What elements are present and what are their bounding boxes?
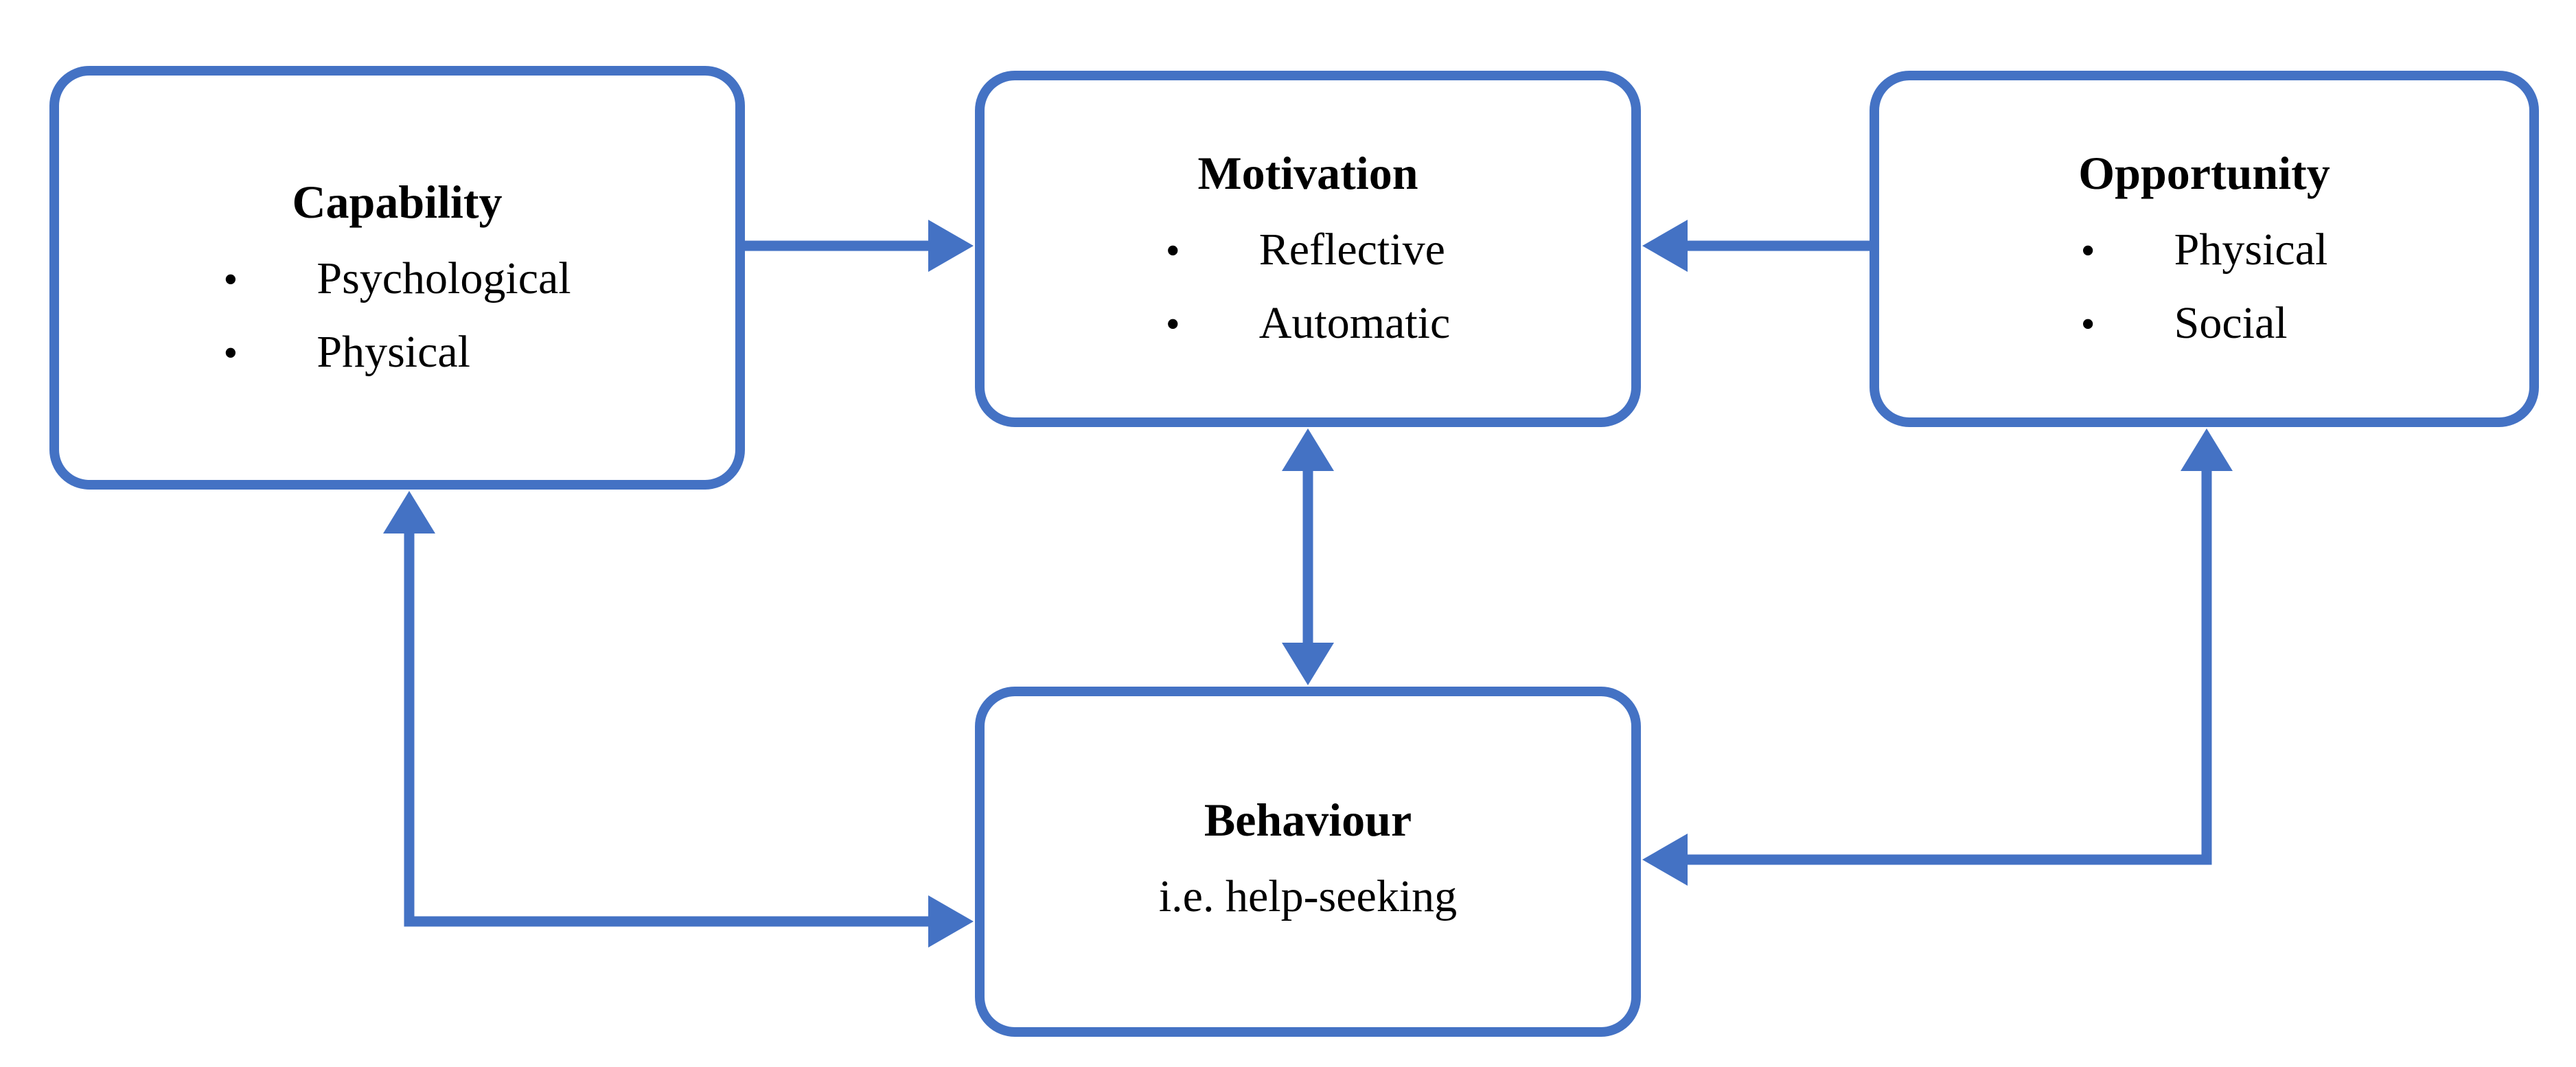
- motivation-item-automatic: • Automatic: [1166, 287, 1451, 360]
- capability-title: Capability: [292, 175, 503, 228]
- bullet-icon: •: [2080, 301, 2095, 347]
- bullet-label: Automatic: [1258, 297, 1451, 348]
- arrowhead-down-icon: [1282, 643, 1334, 685]
- arrowhead-up-icon: [383, 491, 435, 534]
- arrowhead-up-icon: [1282, 428, 1334, 471]
- bullet-label: Physical: [317, 326, 471, 377]
- capability-item-psychological: • Psychological: [223, 242, 571, 316]
- arrow-shaft: [1685, 466, 2212, 865]
- motivation-bullet-list: • Reflective • Automatic: [1166, 214, 1451, 360]
- bullet-label: Psychological: [317, 253, 571, 303]
- arrow-shaft: [404, 529, 932, 927]
- capability-bullet-list: • Psychological • Physical: [223, 242, 571, 389]
- opportunity-item-physical: • Physical: [2081, 214, 2328, 287]
- arrowhead-left-icon: [1642, 220, 1688, 272]
- motivation-item-reflective: • Reflective: [1166, 214, 1451, 287]
- arrowhead-right-icon: [928, 895, 974, 948]
- bullet-label: Reflective: [1258, 224, 1445, 275]
- opportunity-item-social: • Social: [2081, 287, 2328, 360]
- bullet-label: Social: [2174, 297, 2288, 348]
- arrowhead-up-icon: [2181, 428, 2233, 471]
- behaviour-box: Behaviour i.e. help-seeking: [975, 687, 1641, 1037]
- bullet-icon: •: [223, 330, 238, 376]
- bullet-label: Physical: [2174, 224, 2328, 275]
- behaviour-subtitle: i.e. help-seeking: [1158, 871, 1458, 921]
- arrowhead-right-icon: [928, 220, 974, 272]
- motivation-title: Motivation: [1197, 146, 1418, 199]
- capability-box: Capability • Psychological • Physical: [49, 66, 745, 490]
- behaviour-title: Behaviour: [1204, 793, 1412, 846]
- opportunity-bullet-list: • Physical • Social: [2081, 214, 2328, 360]
- bullet-icon: •: [1165, 227, 1180, 273]
- bullet-icon: •: [223, 256, 238, 302]
- arrow-capability-behaviour: [383, 491, 974, 948]
- arrow-opportunity-behaviour: [1642, 428, 2233, 886]
- opportunity-title: Opportunity: [2078, 146, 2330, 199]
- arrow-opportunity-to-motivation: [1642, 220, 1870, 272]
- motivation-box: Motivation • Reflective • Automatic: [975, 71, 1641, 427]
- arrowhead-left-icon: [1642, 834, 1688, 886]
- arrow-capability-to-motivation: [745, 220, 974, 272]
- opportunity-box: Opportunity • Physical • Social: [1870, 71, 2539, 427]
- capability-item-physical: • Physical: [223, 316, 571, 389]
- arrow-motivation-behaviour: [1282, 428, 1334, 685]
- bullet-icon: •: [1165, 301, 1180, 347]
- bullet-icon: •: [2080, 227, 2095, 273]
